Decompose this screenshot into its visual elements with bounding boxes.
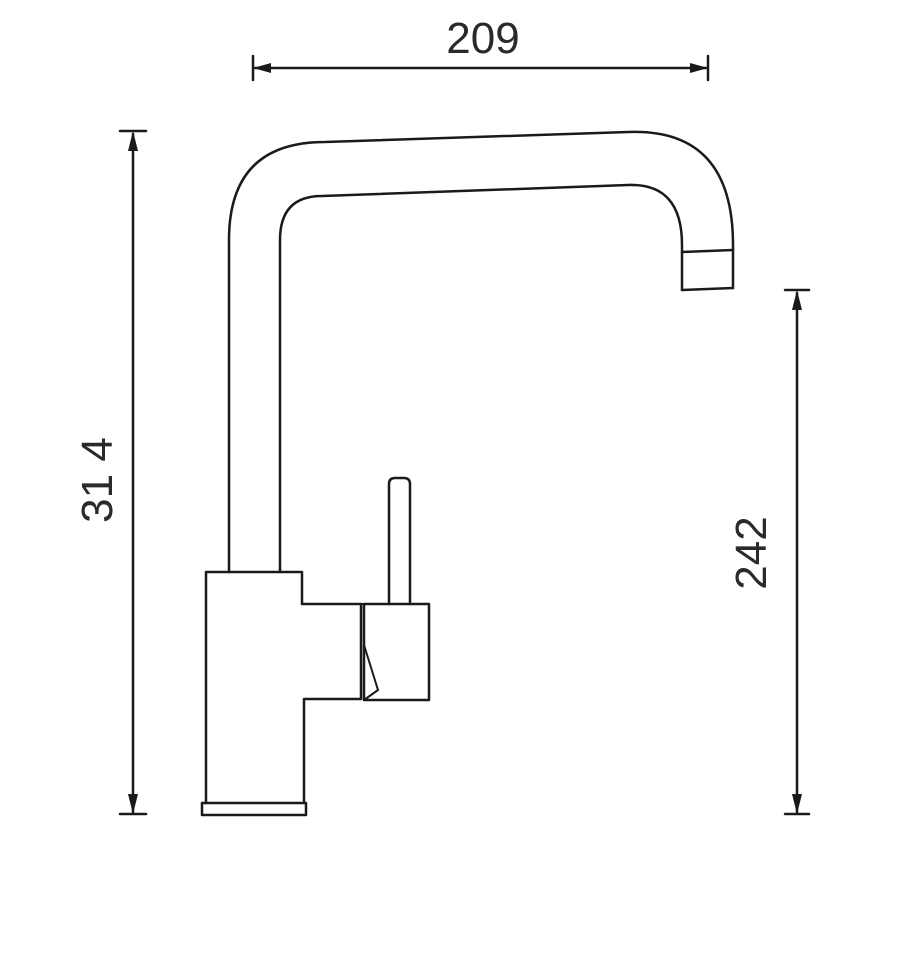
base-plate [200,801,308,817]
spout-height-arrow-bottom [792,794,802,814]
lever-handle [387,476,412,606]
faucet-outline [200,130,735,817]
aerator-top-line [680,248,735,254]
aerator-bottom-line [680,286,735,292]
total-height-arrow-top [128,131,138,151]
spout-inner [278,183,684,574]
spout-height-dimension: 242 [727,288,811,816]
handle-base-detail [363,615,379,701]
width-label: 209 [446,14,519,63]
width-arrow-right [690,63,708,73]
total-height-arrow-bottom [128,794,138,814]
spout-outer [227,130,735,574]
total-height-dimension: 31 4 [73,129,148,816]
spout-height-label: 242 [727,516,776,589]
width-arrow-left [253,63,271,73]
total-height-label: 31 4 [73,437,122,523]
faucet-body [204,570,363,805]
width-dimension: 209 [251,14,710,82]
handle-base [362,602,431,702]
spout-height-arrow-top [792,290,802,310]
